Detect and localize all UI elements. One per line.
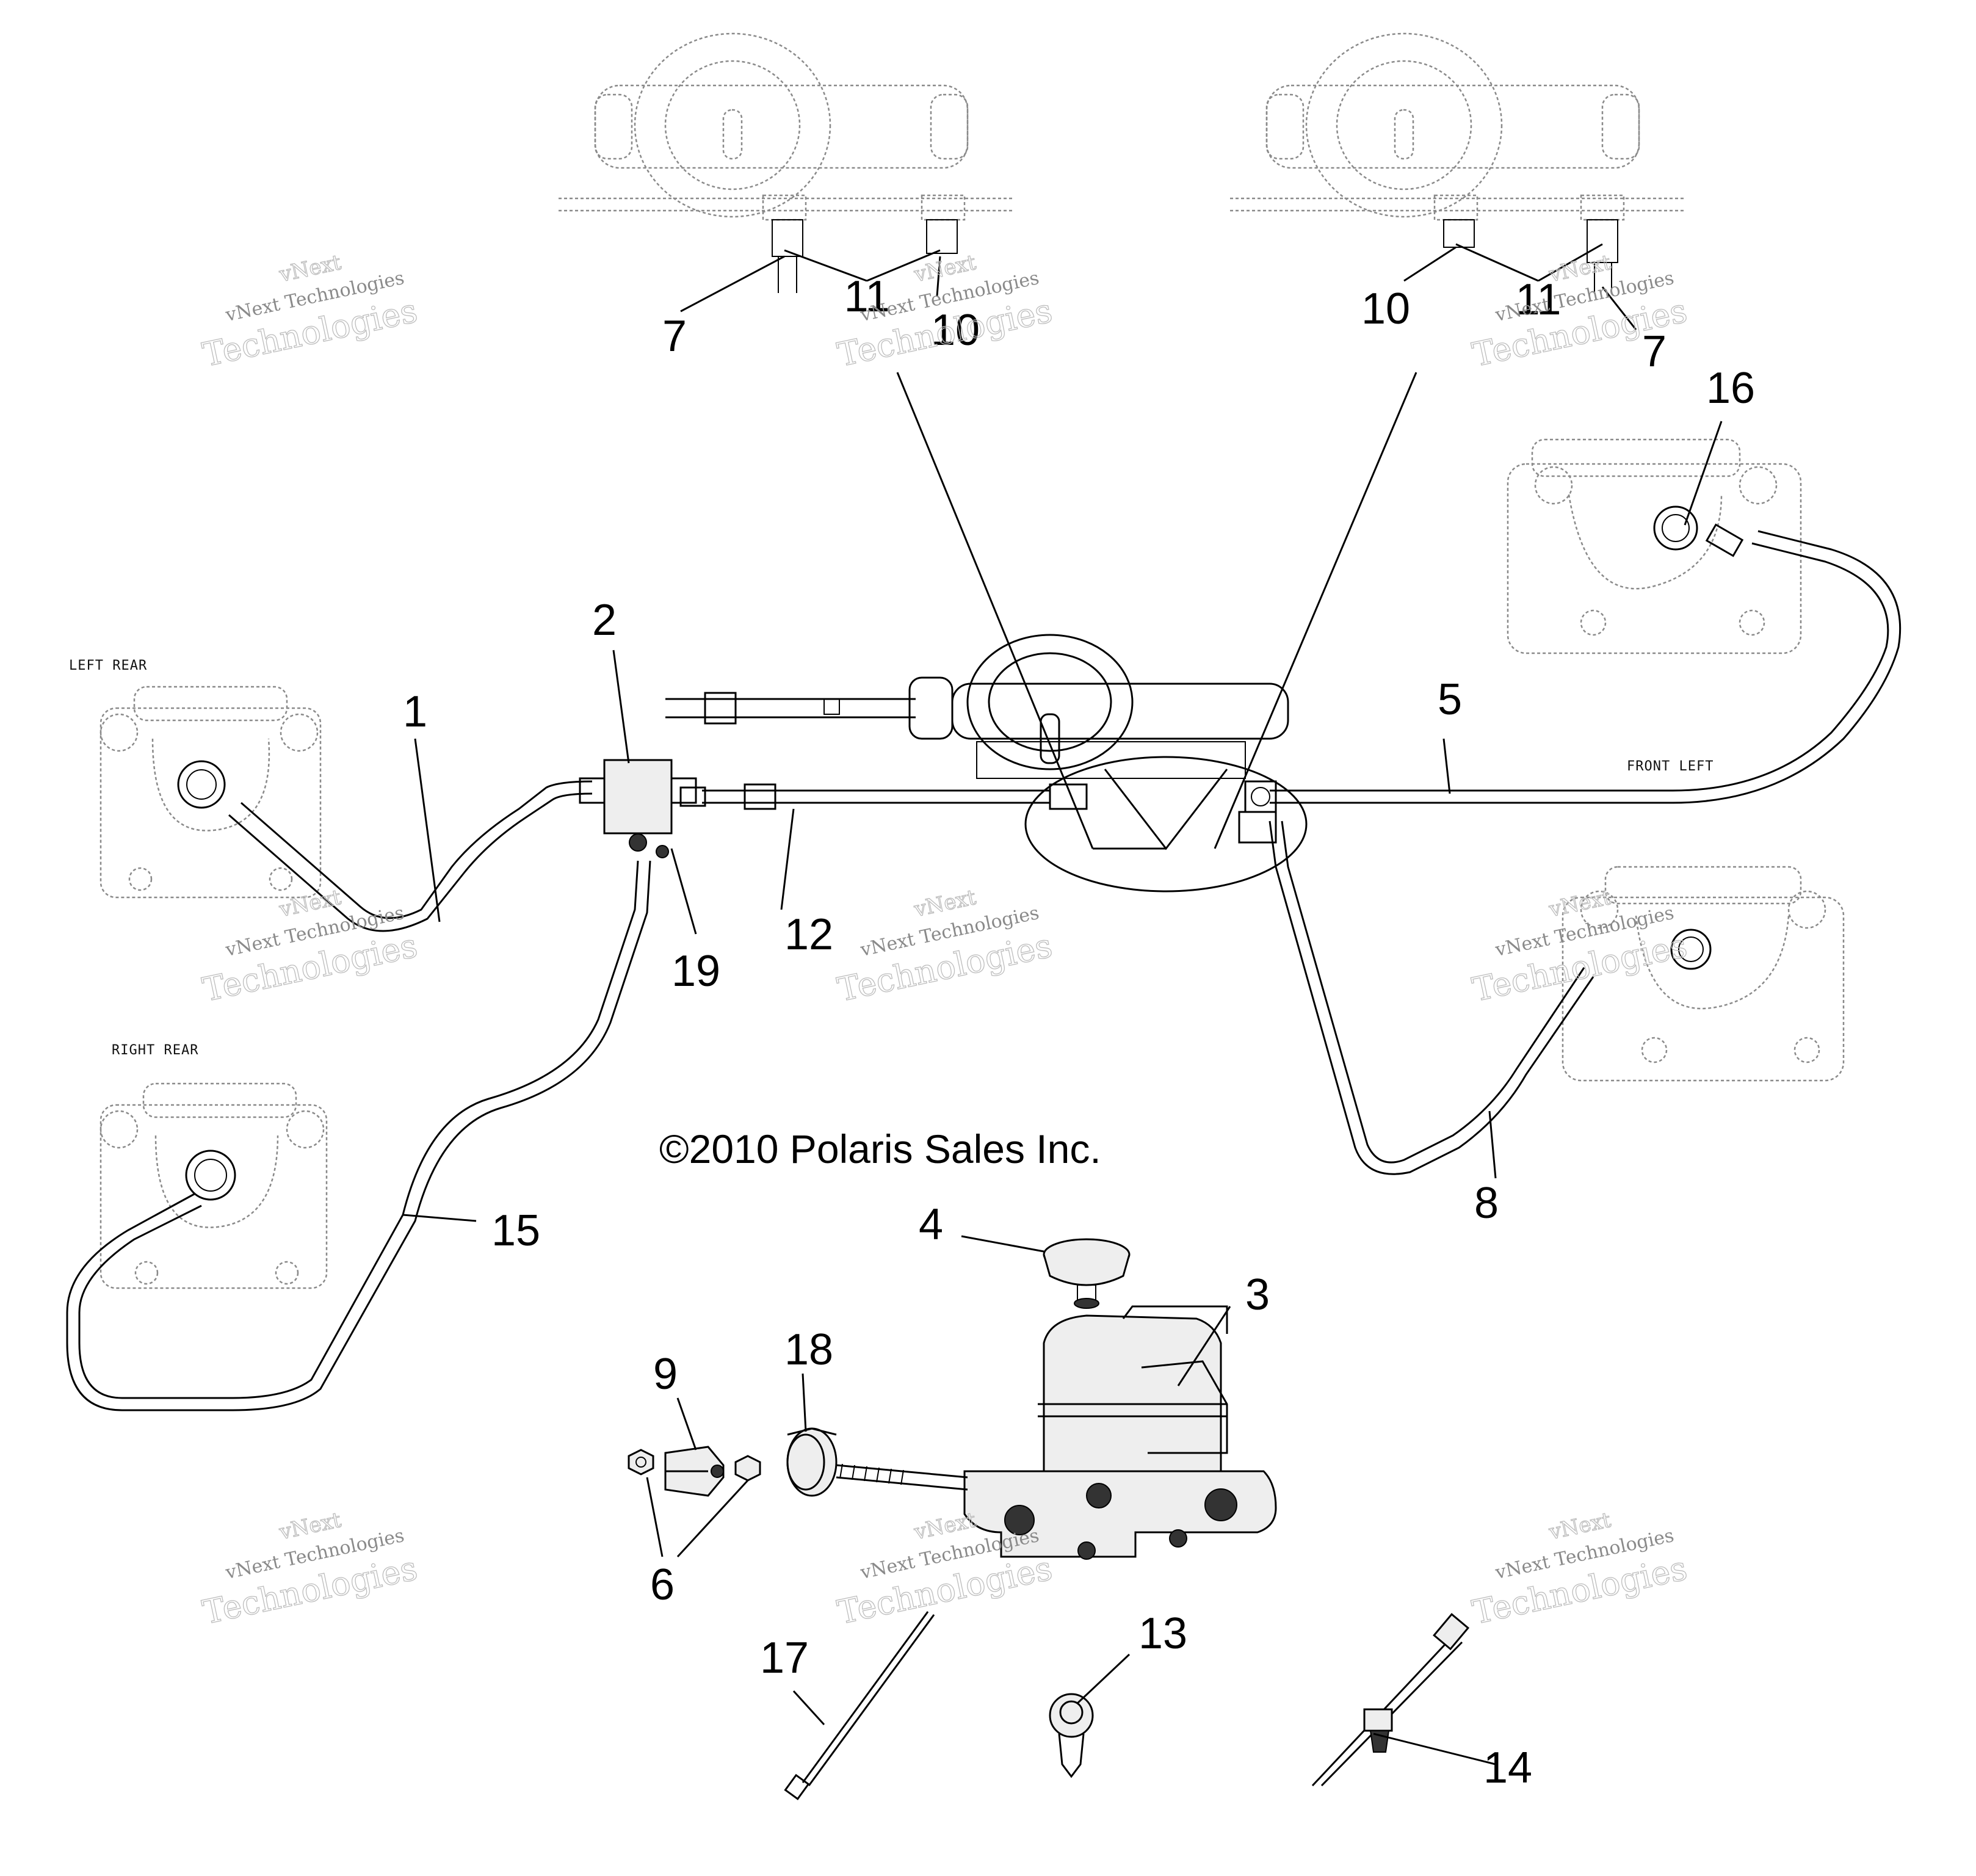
callout-7-left: 7 <box>662 312 687 361</box>
callout-18: 18 <box>784 1325 833 1374</box>
master-cylinder-exploded <box>836 1305 1277 1560</box>
master-cylinder-detail-right <box>1230 32 1685 293</box>
boot <box>786 1427 838 1497</box>
callout-7-right: 7 <box>1642 327 1667 376</box>
left-rear-label: LEFT REAR <box>69 658 147 673</box>
watermark-grid: vNext vNext Technologies Technologies vN… <box>199 250 1691 1632</box>
callout-10-left: 10 <box>931 306 980 355</box>
pushrod-thread <box>839 1463 904 1485</box>
junction-block <box>579 759 697 858</box>
cable-tie-clip <box>1311 1613 1470 1787</box>
reservoir-cap <box>1043 1238 1131 1309</box>
callout-17: 17 <box>760 1634 809 1682</box>
callout-11-right: 11 <box>1516 275 1562 324</box>
callout-16: 16 <box>1706 364 1755 413</box>
brake-lines <box>66 530 1902 1411</box>
left-rear-caliper <box>100 686 322 899</box>
callout-1: 1 <box>403 687 427 736</box>
callout-14: 14 <box>1483 1744 1532 1792</box>
front-left-label: FRONT LEFT <box>1627 759 1714 774</box>
master-cylinder-detail-left <box>559 32 1013 293</box>
callout-numbers: 1 2 3 4 5 6 7 7 8 9 10 10 11 11 12 13 14… <box>403 272 1755 1792</box>
callout-4: 4 <box>919 1200 943 1249</box>
callout-12: 12 <box>784 910 833 959</box>
callout-8: 8 <box>1474 1179 1499 1228</box>
right-rear-caliper <box>100 1082 328 1289</box>
front-right-fitting <box>1705 523 1744 557</box>
callout-10-right: 10 <box>1361 284 1410 333</box>
copyright-notice: ©2010 Polaris Sales Inc. <box>659 1126 1101 1172</box>
front-right-caliper <box>1507 438 1802 654</box>
right-rear-label: RIGHT REAR <box>112 1043 198 1058</box>
clevis <box>664 1446 725 1497</box>
callout-2: 2 <box>592 596 617 645</box>
watermark: vNext vNext Technologies Technologies <box>199 1507 421 1632</box>
push-clip <box>1049 1693 1094 1778</box>
watermark: vNext vNext Technologies Technologies <box>199 885 421 1009</box>
callout-5: 5 <box>1438 675 1462 724</box>
callout-11-left: 11 <box>844 272 890 321</box>
nut-right <box>734 1455 761 1482</box>
callout-9: 9 <box>653 1350 678 1399</box>
callout-13: 13 <box>1138 1609 1187 1658</box>
callout-leaders <box>402 421 1723 1766</box>
watermark: vNext vNext Technologies Technologies <box>834 885 1056 1009</box>
nut-left <box>628 1449 654 1476</box>
watermark: vNext vNext Technologies Technologies <box>1469 885 1691 1009</box>
callout-3: 3 <box>1245 1270 1270 1319</box>
callout-15: 15 <box>491 1206 540 1255</box>
cable-tie <box>784 1611 935 1800</box>
front-left-caliper <box>1562 866 1845 1082</box>
callout-19: 19 <box>671 947 720 996</box>
installed-master-cylinder <box>665 634 1308 893</box>
watermark: vNext vNext Technologies Technologies <box>199 250 421 374</box>
callout-6: 6 <box>650 1560 675 1609</box>
watermark: vNext vNext Technologies Technologies <box>1469 1507 1691 1632</box>
